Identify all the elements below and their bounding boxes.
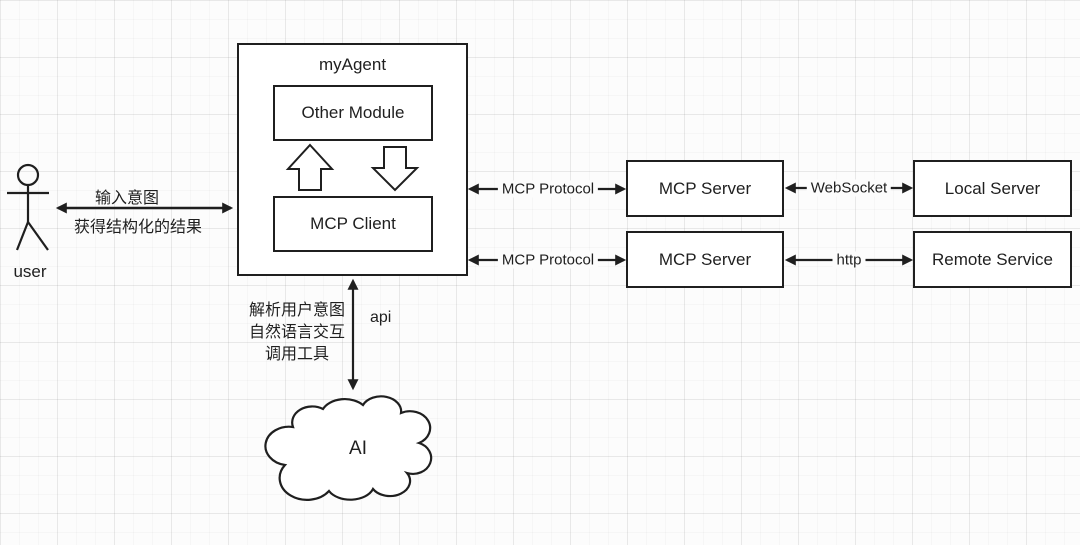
local-server-box: Local Server <box>913 160 1072 217</box>
mcp-server-bottom-label: MCP Server <box>658 249 752 269</box>
websocket-label: WebSocket <box>806 179 892 197</box>
agent-ai-note-line1: 解析用户意图 <box>248 302 345 319</box>
mcp-protocol-top-label: MCP Protocol <box>497 180 599 198</box>
user-actor-label: user <box>13 262 47 281</box>
mcp-server-top-box: MCP Server <box>626 160 784 217</box>
up-arrow-icon <box>285 143 335 191</box>
mcp-server-top-label: MCP Server <box>658 178 752 198</box>
mcp-protocol-bottom-label: MCP Protocol <box>497 251 599 269</box>
ai-cloud-shape <box>264 395 433 501</box>
local-server-label: Local Server <box>944 178 1041 198</box>
my-agent-title: myAgent <box>318 55 387 74</box>
agent-ai-note-line3: 调用工具 <box>264 346 329 363</box>
http-label: http <box>832 251 866 269</box>
mcp-client-box: MCP Client <box>273 196 433 252</box>
other-module-box: Other Module <box>273 85 433 141</box>
other-module-label: Other Module <box>301 103 405 122</box>
remote-service-label: Remote Service <box>932 249 1053 269</box>
ai-cloud-label: AI <box>349 438 367 459</box>
agent-ai-note: 解析用户意图 自然语言交互 调用工具 <box>236 300 358 366</box>
user-actor-icon <box>7 163 49 251</box>
mcp-server-bottom-box: MCP Server <box>626 231 784 288</box>
api-label: api <box>370 309 392 326</box>
user-link-top-label: 输入意图 <box>94 190 160 207</box>
down-arrow-icon <box>370 146 420 192</box>
mcp-client-label: MCP Client <box>310 214 396 233</box>
user-link-bottom-label: 获得结构化的结果 <box>73 219 203 236</box>
agent-ai-note-line2: 自然语言交互 <box>248 324 345 341</box>
remote-service-box: Remote Service <box>913 231 1072 288</box>
